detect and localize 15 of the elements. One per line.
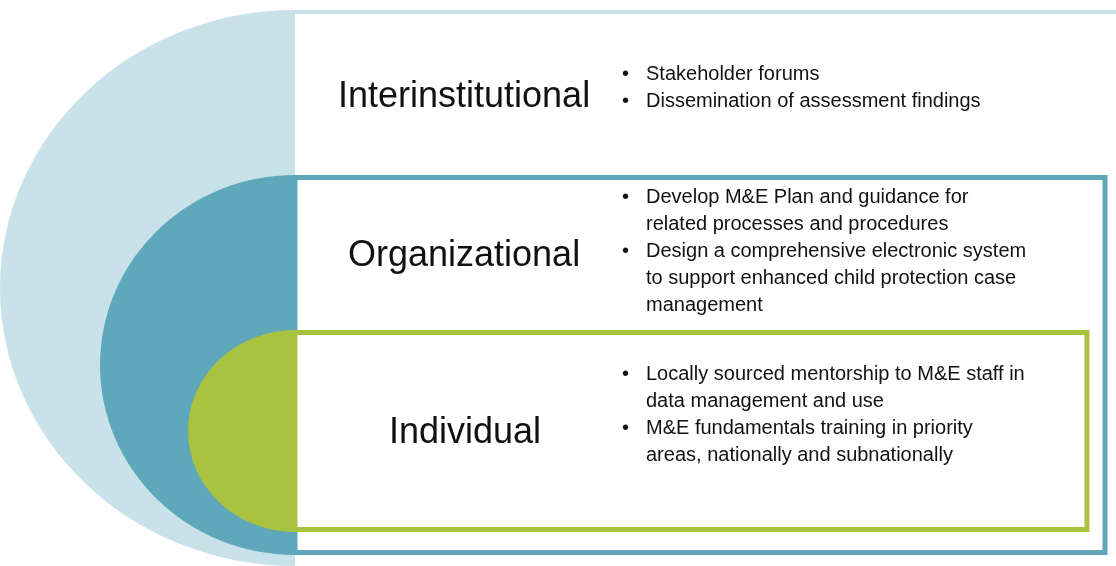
bullet-marker: • [621, 61, 629, 86]
layer-heading: Organizational [348, 233, 581, 275]
bullet-marker: • [621, 238, 629, 263]
bullet-text: M&E fundamentals training in priority areas, nationally and subnationally [646, 415, 974, 467]
layer-heading: Individual [389, 410, 542, 452]
bullet-text: Dissemination of assessment findings [646, 88, 982, 113]
bullet-marker: • [621, 88, 629, 113]
bullet-marker: • [621, 415, 629, 440]
bullet-text: Design a comprehensive electronic system to support enhanced child protection case management [646, 238, 1028, 317]
bullet-text: Stakeholder forums [646, 61, 821, 86]
bullet-text: Develop M&E Plan and guidance for related processes and procedures [646, 184, 970, 236]
layer-heading: Interinstitutional [338, 74, 591, 116]
bullet-marker: • [621, 361, 629, 386]
bullet-text: Locally sourced mentorship to M&E staff in data management and use [646, 361, 1026, 413]
bullet-marker: • [621, 184, 629, 209]
